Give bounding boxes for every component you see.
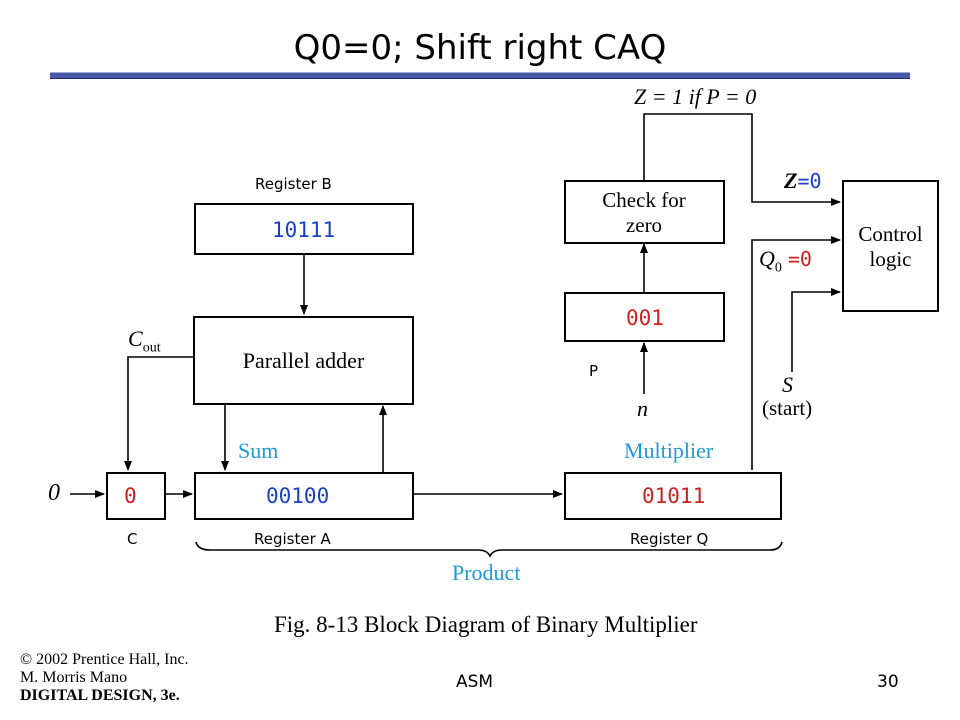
- input-n: n: [637, 396, 648, 421]
- copyright-line-2: M. Morris Mano: [20, 669, 128, 686]
- title-rule: [50, 72, 910, 79]
- copyright-block: © 2002 Prentice Hall, Inc. M. Morris Man…: [20, 651, 189, 705]
- parallel-adder: Parallel adder: [193, 316, 414, 405]
- q0-signal: Q0=0: [759, 246, 812, 276]
- counter-p-label: P: [589, 362, 599, 380]
- footer-center: ASM: [456, 672, 494, 692]
- register-q: 01011: [564, 472, 782, 520]
- register-c-label: C: [127, 530, 138, 548]
- register-b-value: 10111: [272, 218, 336, 242]
- check-for-zero-label: Check for zero: [602, 188, 686, 237]
- input-zero: 0: [48, 480, 60, 506]
- register-q-label: Register Q: [630, 530, 709, 548]
- multiplier-label: Multiplier: [624, 438, 714, 463]
- copyright-line-1: © 2002 Prentice Hall, Inc.: [20, 651, 189, 668]
- register-a-value: 00100: [266, 484, 330, 508]
- register-c: 0: [106, 472, 166, 520]
- register-a-label: Register A: [254, 530, 331, 548]
- parallel-adder-label: Parallel adder: [242, 348, 365, 373]
- slide-title: Q0=0; Shift right CAQ: [293, 28, 667, 68]
- counter-p-value: 001: [626, 306, 664, 330]
- cout-label: Cout: [128, 326, 161, 356]
- control-logic-label: Control logic: [858, 222, 923, 271]
- z-condition: Z = 1 if P = 0: [634, 84, 757, 109]
- register-c-value: 0: [124, 484, 137, 508]
- register-q-value: 01011: [642, 484, 706, 508]
- figure-caption: Fig. 8-13 Block Diagram of Binary Multip…: [274, 612, 698, 637]
- copyright-line-3: DIGITAL DESIGN, 3e.: [20, 687, 180, 704]
- page-number: 30: [877, 672, 899, 692]
- start-s-label: S: [782, 372, 793, 397]
- register-b-label: Register B: [255, 175, 332, 193]
- z-signal: Z=0: [784, 168, 822, 193]
- sum-label: Sum: [238, 438, 279, 463]
- counter-p: 001: [564, 292, 725, 342]
- check-for-zero: Check for zero: [564, 180, 725, 244]
- register-a: 00100: [194, 472, 414, 520]
- start-text: (start): [762, 396, 813, 420]
- register-b: 10111: [194, 203, 414, 255]
- control-logic: Control logic: [842, 180, 939, 312]
- product-label: Product: [452, 560, 521, 585]
